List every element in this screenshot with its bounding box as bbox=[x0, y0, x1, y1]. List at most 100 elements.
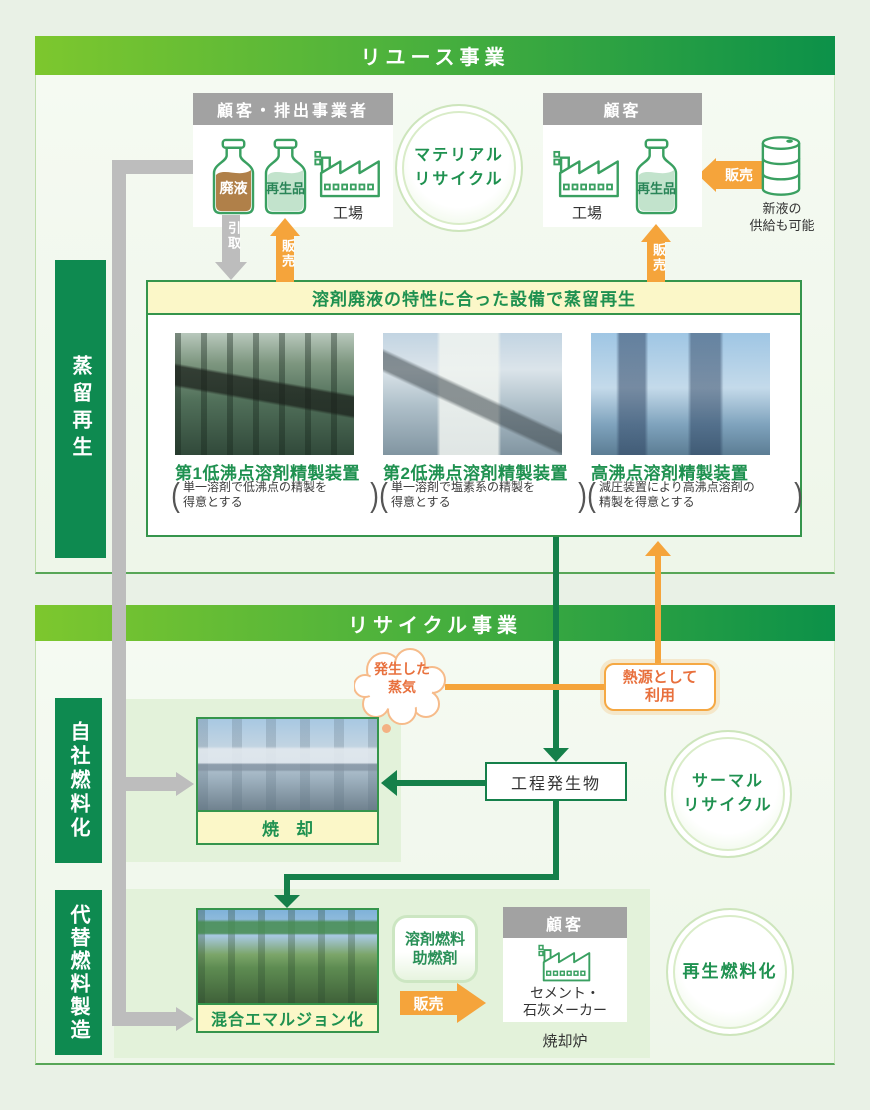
sidebar-alt-fuel-label: 代替燃料製造 bbox=[67, 903, 89, 1042]
cement-customer-header: 顧客 bbox=[503, 907, 627, 938]
plant-3-desc-line1: 減圧装置により高沸点溶剤の bbox=[599, 480, 755, 494]
distillation-banner-text: 溶剤廃液の特性に合った設備で蒸留再生 bbox=[312, 290, 636, 309]
emulsion-label-box: 混合エマルジョン化 bbox=[198, 1003, 377, 1031]
steam-line2: 蒸気 bbox=[388, 679, 416, 695]
plant-2-desc-line2: 得意とする bbox=[391, 495, 451, 509]
sidebar-own-fuel-label: 自社燃料化 bbox=[67, 720, 89, 841]
photo-emulsion bbox=[198, 910, 377, 1003]
drum-note-line2: 供給も可能 bbox=[749, 218, 815, 233]
steam-line1: 発生した bbox=[374, 661, 430, 677]
plant-3-desc: ( 減圧装置により高沸点溶剤の 精製を得意とする ) bbox=[586, 476, 804, 513]
recycled-bottle-label-left: 再生品 bbox=[265, 181, 305, 196]
incineration-label: 焼 却 bbox=[262, 820, 313, 839]
supplier-box-header-label: 顧客・排出事業者 bbox=[216, 103, 369, 120]
factory-label-right: 工場 bbox=[571, 205, 602, 222]
solvent-fuel-line1: 溶剤燃料 bbox=[404, 931, 465, 948]
drum-note: 新液の 供給も可能 bbox=[737, 200, 827, 234]
sidebar-own-fuel: 自社燃料化 bbox=[55, 698, 102, 863]
sell-up-left-shaft bbox=[276, 236, 294, 282]
reuse-section-band: リユース事業 bbox=[35, 36, 835, 75]
green-line-bend bbox=[284, 874, 559, 880]
process-output-label: 工程発生物 bbox=[510, 775, 601, 793]
gray-arrowhead-emulsion bbox=[176, 1007, 194, 1031]
paren-close: ) bbox=[794, 476, 803, 513]
gray-connector-vertical bbox=[112, 160, 126, 1026]
drum-note-line1: 新液の bbox=[762, 201, 802, 216]
green-line-down bbox=[553, 537, 559, 748]
emulsion-unit: 混合エマルジョン化 bbox=[196, 908, 379, 1033]
plant-1-desc-line2: 得意とする bbox=[183, 495, 243, 509]
gray-branch-emulsion bbox=[126, 1012, 176, 1026]
thermal-line1: サーマル bbox=[691, 773, 764, 790]
collect-arrow-shaft bbox=[222, 215, 240, 262]
heat-source-line1: 熱源として bbox=[622, 669, 698, 686]
green-arrowhead-process bbox=[543, 748, 569, 762]
sell-up-left-arrowhead bbox=[270, 218, 300, 236]
paren-open: ( bbox=[379, 476, 388, 513]
paren-open: ( bbox=[171, 476, 180, 513]
material-recycle-line1: マテリアル bbox=[414, 147, 504, 164]
thermal-line2: リサイクル bbox=[683, 797, 773, 814]
recycle-section-title: リサイクル事業 bbox=[348, 614, 522, 637]
cement-sell-arrow: 販売 bbox=[400, 991, 457, 1015]
solvent-fuel-box: 溶剤燃料 助燃剤 bbox=[395, 918, 475, 980]
cement-sell-arrowhead bbox=[457, 983, 486, 1023]
sidebar-distillation: 蒸留再生 bbox=[55, 260, 106, 558]
process-output-box: 工程発生物 bbox=[485, 762, 627, 801]
waste-bottle-label: 廃液 bbox=[219, 180, 248, 196]
cement-customer-name: セメント・ 石灰メーカー bbox=[503, 985, 627, 1019]
factory-icon-right bbox=[553, 150, 619, 198]
plant-2-title: 第2低沸点溶剤精製装置 bbox=[383, 464, 568, 483]
factory-label-left: 工場 bbox=[332, 205, 363, 222]
orange-steam-horizontal bbox=[445, 684, 604, 690]
factory-icon-left bbox=[314, 150, 380, 198]
drum-icon bbox=[761, 136, 801, 196]
incineration-label-box: 焼 却 bbox=[198, 810, 377, 843]
sell-up-right-arrowhead bbox=[641, 224, 671, 242]
collect-arrow-label: 引取 bbox=[226, 221, 241, 251]
gray-connector-top bbox=[112, 160, 193, 174]
recycled-bottle-label-right: 再生品 bbox=[636, 181, 676, 196]
customer-box-header: 顧客 bbox=[543, 93, 702, 125]
plant-2-desc: ( 単一溶剤で塩素系の精製を 得意とする ) bbox=[378, 476, 588, 513]
material-recycle-line2: リサイクル bbox=[414, 171, 504, 188]
sell-up-right-shaft bbox=[647, 242, 665, 282]
cement-name-line1: セメント・ bbox=[530, 985, 600, 1001]
plant-1-desc-line1: 単一溶剤で低沸点の精製を bbox=[183, 480, 328, 494]
plant-1-title: 第1低沸点溶剤精製装置 bbox=[175, 464, 360, 483]
steam-cloud-icon bbox=[354, 648, 446, 725]
photo-plant-2 bbox=[383, 333, 562, 455]
cement-name-line2: 石灰メーカー bbox=[523, 1002, 607, 1018]
steam-cloud-dot bbox=[382, 724, 391, 733]
waste-bottle-icon bbox=[212, 138, 255, 215]
furnace-caption: 焼却炉 bbox=[542, 1033, 588, 1050]
regenerated-fuel-label: 再生燃料化 bbox=[682, 962, 778, 981]
factory-icon-cement bbox=[538, 944, 591, 982]
recycle-section-band: リサイクル事業 bbox=[35, 605, 835, 641]
photo-plant-3 bbox=[591, 333, 770, 455]
solvent-fuel-line2: 助燃剤 bbox=[412, 950, 458, 967]
reuse-section-title: リユース事業 bbox=[360, 47, 510, 69]
plant-2-desc-line1: 単一溶剤で塩素系の精製を bbox=[391, 480, 536, 494]
cement-customer-header-label: 顧客 bbox=[545, 916, 584, 934]
green-line-emulsion-down bbox=[284, 874, 290, 895]
steam-cloud-text: 発生した 蒸気 bbox=[354, 660, 450, 696]
orange-heat-vertical bbox=[655, 556, 661, 664]
heat-source-line2: 利用 bbox=[644, 687, 675, 704]
orange-arrowhead-up bbox=[645, 541, 671, 556]
paren-close: ) bbox=[370, 476, 379, 513]
emulsion-label: 混合エマルジョン化 bbox=[210, 1012, 364, 1029]
collect-arrowhead bbox=[215, 262, 247, 280]
incineration-unit: 焼 却 bbox=[196, 717, 379, 845]
cement-customer-box: 顧客 セメント・ 石灰メーカー bbox=[503, 907, 627, 1022]
drum-sell-arrowhead bbox=[698, 158, 716, 192]
green-line-process-down bbox=[553, 801, 559, 880]
plant-1-desc: ( 単一溶剤で低沸点の精製を 得意とする ) bbox=[170, 476, 380, 513]
photo-incineration bbox=[198, 719, 377, 810]
paren-close: ) bbox=[578, 476, 587, 513]
customer-box-header-label: 顧客 bbox=[603, 103, 642, 120]
recycled-bottle-icon-left bbox=[264, 138, 307, 215]
green-arrowhead-emulsion bbox=[274, 895, 300, 908]
plant-3-desc-line2: 精製を得意とする bbox=[599, 495, 695, 509]
regenerated-fuel-circle: 再生燃料化 bbox=[666, 908, 794, 1036]
